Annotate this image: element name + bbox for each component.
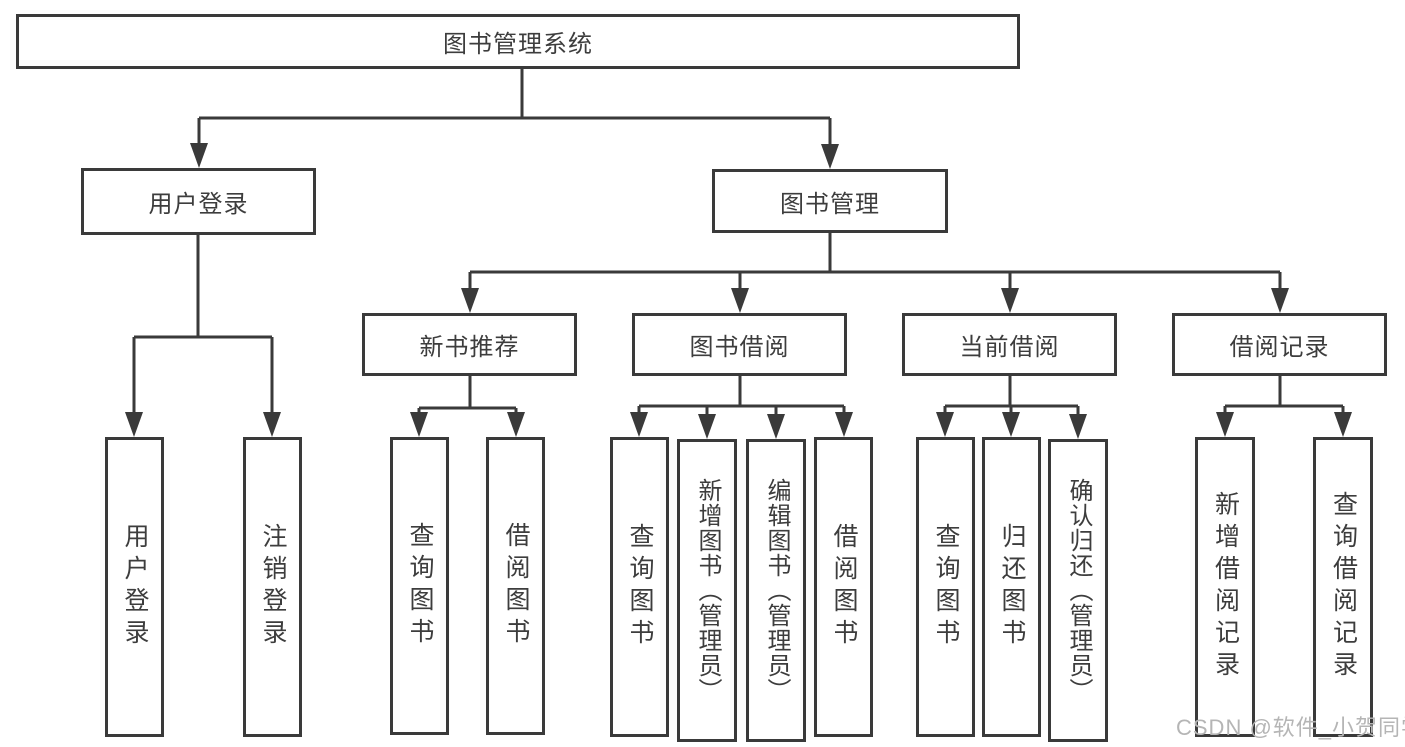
node-new-book-rec: 新书推荐 bbox=[362, 313, 577, 376]
connector-borrow-records-split bbox=[1223, 376, 1345, 417]
leaf-confirm-return-admin: 确认归还（管理员） bbox=[1048, 439, 1108, 742]
connector-book-mgmt-split bbox=[468, 233, 1282, 293]
connector-current-borrow-split bbox=[943, 376, 1080, 418]
leaf-user-login: 用户登录 bbox=[105, 437, 164, 737]
arrowhead-borrow-books-2 bbox=[835, 412, 853, 437]
leaf-add-borrow-record-label: 新增借阅记录 bbox=[1211, 491, 1240, 683]
connector-root-split bbox=[197, 69, 832, 148]
leaf-query-books-2-label: 查询图书 bbox=[626, 523, 654, 651]
node-new-book-rec-label: 新书推荐 bbox=[419, 334, 520, 361]
leaf-query-books-3-label: 查询图书 bbox=[932, 523, 960, 651]
leaf-borrow-books-1: 借阅图书 bbox=[486, 437, 545, 735]
arrowhead-query-books-3 bbox=[936, 412, 954, 437]
leaf-query-borrow-record-label: 查询借阅记录 bbox=[1329, 491, 1358, 683]
arrowhead-book-mgmt bbox=[821, 144, 839, 169]
node-book-borrow-label: 图书借阅 bbox=[689, 334, 790, 361]
arrowhead-edit-books bbox=[767, 414, 785, 439]
leaf-query-borrow-record: 查询借阅记录 bbox=[1313, 437, 1373, 737]
leaf-add-books-admin: 新增图书（管理员） bbox=[677, 439, 737, 742]
node-current-borrow: 当前借阅 bbox=[902, 313, 1117, 376]
arrowhead-return-books bbox=[1002, 412, 1020, 437]
leaf-edit-books-admin: 编辑图书（管理员） bbox=[746, 439, 806, 742]
arrowhead-confirm-return bbox=[1069, 414, 1087, 439]
arrowhead-query-borrow-record bbox=[1334, 412, 1352, 437]
leaf-borrow-books-1-label: 借阅图书 bbox=[502, 522, 530, 650]
leaf-logout-label: 注销登录 bbox=[259, 523, 287, 651]
node-user-login-label: 用户登录 bbox=[148, 191, 249, 218]
node-book-mgmt-label: 图书管理 bbox=[780, 190, 880, 218]
leaf-confirm-return-admin-label: 确认归还（管理员） bbox=[1065, 478, 1092, 703]
leaf-borrow-books-2: 借阅图书 bbox=[814, 437, 873, 737]
arrowhead-user-login bbox=[190, 143, 208, 168]
leaf-add-books-admin-label: 新增图书（管理员） bbox=[694, 478, 721, 703]
connector-user-login-split bbox=[132, 235, 274, 417]
node-current-borrow-label: 当前借阅 bbox=[959, 334, 1060, 361]
node-borrow-records-label: 借阅记录 bbox=[1229, 334, 1330, 361]
leaf-borrow-books-2-label: 借阅图书 bbox=[830, 523, 858, 651]
leaf-return-books-label: 归还图书 bbox=[998, 523, 1026, 651]
leaf-edit-books-admin-label: 编辑图书（管理员） bbox=[763, 478, 790, 703]
leaf-query-books-3: 查询图书 bbox=[916, 437, 975, 737]
leaf-query-books-2: 查询图书 bbox=[610, 437, 669, 737]
arrowhead-query-books-2 bbox=[630, 412, 648, 437]
arrowhead-book-borrow bbox=[731, 288, 749, 313]
arrowhead-new-book-rec bbox=[461, 288, 479, 313]
node-root-label: 图书管理系统 bbox=[443, 31, 593, 58]
node-book-mgmt: 图书管理 bbox=[712, 169, 948, 233]
arrowhead-add-borrow-record bbox=[1216, 412, 1234, 437]
arrowhead-query-books-1 bbox=[410, 412, 428, 437]
node-book-borrow: 图书借阅 bbox=[632, 313, 847, 376]
leaf-logout: 注销登录 bbox=[243, 437, 302, 737]
leaf-return-books: 归还图书 bbox=[982, 437, 1041, 737]
leaf-user-login-label: 用户登录 bbox=[121, 523, 149, 651]
node-user-login: 用户登录 bbox=[81, 168, 316, 235]
arrowhead-borrow-books-1 bbox=[507, 412, 525, 437]
arrowhead-leaf-user-login bbox=[125, 412, 143, 437]
leaf-add-borrow-record: 新增借阅记录 bbox=[1195, 437, 1255, 737]
node-root-system: 图书管理系统 bbox=[16, 14, 1020, 69]
leaf-query-books-1: 查询图书 bbox=[390, 437, 449, 735]
csdn-watermark: CSDN @软件_小贺同学 bbox=[1176, 715, 1405, 740]
leaf-query-books-1-label: 查询图书 bbox=[406, 522, 434, 650]
node-borrow-records: 借阅记录 bbox=[1172, 313, 1387, 376]
arrowhead-add-books bbox=[698, 414, 716, 439]
arrowhead-borrow-records bbox=[1271, 288, 1289, 313]
arrowhead-current-borrow bbox=[1001, 288, 1019, 313]
connector-new-book-rec-split bbox=[417, 376, 518, 417]
connector-book-borrow-split bbox=[637, 376, 846, 418]
arrowhead-leaf-logout bbox=[263, 412, 281, 437]
